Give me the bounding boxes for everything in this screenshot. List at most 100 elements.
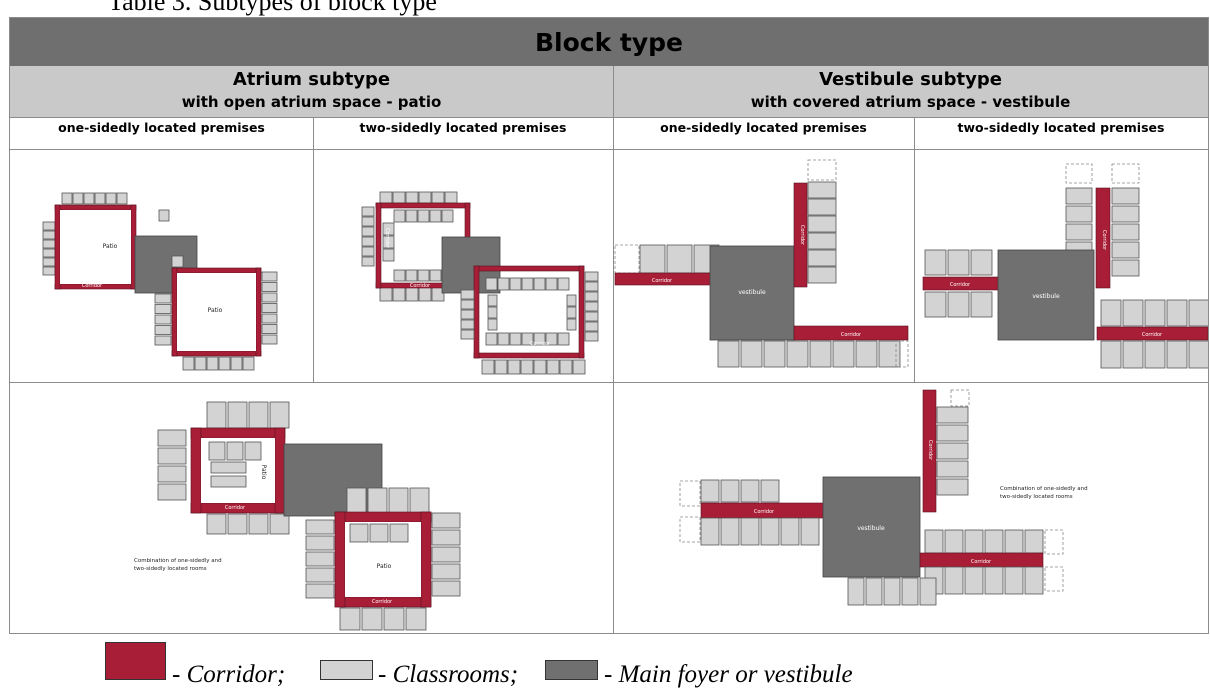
classroom	[431, 580, 461, 597]
legend-label-foyer: - Main foyer or vestibule	[604, 661, 853, 688]
classroom	[405, 269, 418, 282]
empty-room-outline	[1111, 163, 1140, 184]
classroom	[431, 546, 461, 563]
classroom	[481, 359, 495, 375]
corridor	[473, 352, 585, 359]
classroom	[431, 563, 461, 580]
classroom	[936, 424, 969, 442]
classroom	[832, 340, 855, 368]
table-caption: Table 3. Subtypes of block type	[108, 0, 437, 16]
classroom	[878, 340, 901, 368]
classroom	[485, 332, 498, 346]
patio-label: Patio	[377, 563, 392, 570]
classroom	[944, 529, 964, 554]
classroom	[382, 235, 395, 249]
empty-room-outline	[895, 340, 909, 368]
classroom	[883, 577, 901, 606]
classroom	[94, 192, 106, 205]
classroom	[227, 513, 248, 535]
classroom	[157, 465, 187, 483]
empty-room-outline	[679, 516, 701, 543]
classroom	[760, 479, 780, 503]
vestibule-label: vestibule	[857, 525, 885, 532]
classroom	[388, 487, 409, 514]
classroom	[361, 607, 383, 631]
classroom	[382, 222, 395, 236]
empty-room-outline	[679, 480, 701, 507]
classroom	[487, 306, 498, 319]
classroom	[584, 321, 599, 332]
classroom	[1166, 299, 1188, 327]
classroom	[1004, 566, 1024, 595]
classroom	[210, 461, 247, 474]
corridor	[171, 350, 262, 357]
corridor	[1096, 326, 1208, 341]
classroom	[417, 269, 430, 282]
grid-line	[10, 382, 1208, 383]
classroom	[497, 332, 510, 346]
classroom	[405, 607, 427, 631]
legend: - Corridor; - Classrooms; - Main foyer o…	[105, 636, 1105, 688]
corridor	[578, 265, 585, 359]
classroom	[566, 294, 577, 307]
classroom	[305, 567, 335, 583]
combination-label: two-sidedly located rooms	[134, 566, 207, 572]
corridor-label: Corridor	[384, 228, 390, 249]
classroom	[1100, 299, 1122, 327]
classroom	[521, 332, 534, 346]
corridor-label: Corridor	[652, 278, 673, 284]
classroom	[919, 577, 937, 606]
classroom	[431, 529, 461, 546]
classroom	[42, 266, 56, 276]
classroom	[936, 442, 969, 460]
classroom	[807, 249, 837, 267]
corridor	[190, 427, 202, 514]
combination-label: Combination of one-sidedly and	[134, 558, 222, 564]
classroom	[269, 513, 290, 535]
classroom	[1111, 259, 1140, 277]
classroom	[244, 441, 262, 461]
classroom	[487, 294, 498, 307]
foyer	[709, 245, 795, 341]
corridor	[922, 389, 937, 513]
corridor-label: Corridor	[225, 505, 246, 511]
classroom	[154, 293, 172, 304]
classroom	[248, 513, 269, 535]
classroom	[369, 523, 389, 543]
classroom	[507, 359, 521, 375]
classroom	[1024, 529, 1044, 554]
classroom	[157, 447, 187, 465]
classroom	[409, 487, 430, 514]
classroom	[639, 244, 666, 274]
patio-label: Patio	[103, 243, 118, 250]
classroom	[936, 478, 969, 496]
classroom	[1100, 340, 1122, 369]
classroom	[157, 483, 187, 501]
foyer	[283, 443, 383, 517]
column-header-atrium-two-sided: two-sidedly located premises	[359, 120, 567, 135]
corridor-label: Corridor	[799, 225, 805, 246]
classroom	[1144, 340, 1166, 369]
classroom	[1188, 340, 1208, 369]
classroom	[261, 334, 278, 345]
empty-room-outline	[1065, 163, 1093, 184]
empty-room-outline	[1044, 566, 1064, 592]
classroom	[429, 269, 442, 282]
classroom	[182, 356, 195, 371]
corridor-label: Corridor	[927, 440, 933, 461]
classroom	[1122, 299, 1144, 327]
classroom	[418, 191, 432, 204]
grid-line	[613, 66, 614, 633]
corridor	[334, 511, 432, 523]
combination-label: Combination of one-sidedly and	[1000, 486, 1088, 492]
corridor	[54, 204, 137, 211]
classroom	[807, 198, 837, 216]
classroom	[1004, 529, 1024, 554]
classroom	[807, 266, 837, 284]
classroom	[717, 340, 740, 368]
classroom	[936, 460, 969, 478]
classroom	[405, 286, 419, 302]
classroom	[584, 331, 599, 342]
corridor	[171, 267, 262, 274]
